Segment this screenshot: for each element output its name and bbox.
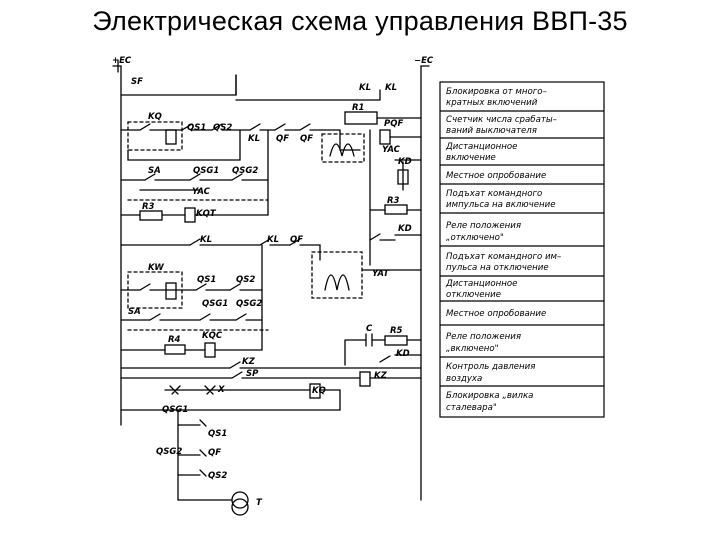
label-qsg1-top: QSG1 [193,166,219,176]
label-qsg1-mid: QSG1 [202,299,228,309]
label-minus-ec: −EC [414,56,434,66]
page-title: Электрическая схема управления ВВП-35 [92,6,628,36]
label-yat: YAT [372,269,390,279]
label-r3-right: R3 [387,196,400,206]
legend-5-line1: Подъхат командного [446,189,542,199]
label-qsg2-mid: QSG2 [236,299,262,309]
kq-relay-box [127,121,183,151]
label-qf-top1: QF [276,134,289,144]
label-kz-top: KZ [242,357,256,367]
label-r1: R1 [352,103,364,113]
legend-table [439,81,605,418]
yac-coil-box [321,133,365,163]
label-qf-mid: QF [290,235,303,245]
legend-8-line1: Дистанционное [445,279,517,289]
label-sp: SP [246,369,259,379]
label-kz-coil: KZ [374,371,388,381]
label-kd-top: KD [398,157,412,167]
label-kl-top1: KL [248,134,260,144]
label-qf-top2: QF [300,134,313,144]
legend-2-line2: ваний выключателя [446,126,537,136]
label-qs2-mid: QS2 [236,275,255,285]
legend-7-line1: Подъхат командного им– [446,252,561,262]
label-qsg2-top: QSG2 [232,166,258,176]
legend-4-line1: Местное опробование [446,171,546,181]
label-sa-top: SA [148,166,161,176]
label-qs2-top: QS2 [213,123,232,133]
label-yac-mid: YAC [192,187,211,197]
label-plus-ec: +EC [112,56,132,66]
legend-6-line2: „отключено" [446,233,504,243]
label-qsg1-bot: QSG1 [162,405,188,415]
label-kw: KW [148,263,164,273]
label-sf: SF [131,77,143,87]
label-qs1-top: QS1 [187,123,206,133]
yat-coil-box [311,251,363,299]
label-qs1-bot: QS1 [208,429,227,439]
legend-10-line2: „включено" [446,344,499,354]
label-c: C [366,324,373,334]
legend-5-line2: импульса на включение [446,200,556,210]
legend-8-line2: отключение [446,290,501,300]
legend-7-line2: пульса на отключение [446,263,549,273]
label-kl-mid1: KL [200,235,212,245]
legend-9-line1: Местное опробование [446,309,546,319]
label-r5: R5 [390,326,403,336]
legend-1-line2: кратных включений [446,98,538,108]
circuit-labels: +EC −EC SF KQ QS1 QS2 KL QF QF KL KL R1 … [112,56,434,508]
label-yac: YAC [382,145,401,155]
label-t: T [256,498,263,508]
legend-11-line2: воздуха [446,374,482,384]
label-r3-left: R3 [142,202,155,212]
label-kq-top: KQ [148,112,162,122]
legend-3-line2: включение [446,153,496,163]
legend-6-line1: Реле положения [446,221,521,231]
label-kq-low: KQ [312,386,326,396]
label-kqt: KQT [196,209,217,219]
label-sa-mid: SA [128,307,141,317]
label-kd-low: KD [396,349,410,359]
legend-10-line1: Реле положения [446,332,521,342]
label-qf-bot: QF [208,448,221,458]
label-qsg2-bot: QSG2 [156,447,182,457]
label-kqc: KQC [202,331,223,341]
label-pqf: PQF [384,119,403,129]
label-kl-mid2: KL [267,235,279,245]
legend-2-line1: Счетчик числа срабаты– [446,115,557,125]
label-kd-mid: KD [398,224,412,234]
label-qs2-bot: QS2 [208,471,227,481]
legend-1-line1: Блокировка от много– [446,87,547,97]
legend-12-line1: Блокировка „вилка [446,391,533,401]
legend-3-line1: Дистанционное [445,142,517,152]
label-x: X [217,385,225,395]
label-qs1-mid: QS1 [197,275,216,285]
label-kl-top-r2: KL [385,83,397,93]
label-kl-top-r1: KL [359,83,371,93]
legend-12-line2: сталевара" [446,403,497,413]
legend-entries: Блокировка от много– кратных включений С… [445,87,561,413]
label-r4: R4 [168,335,181,345]
legend-11-line1: Контроль давления [446,362,535,372]
